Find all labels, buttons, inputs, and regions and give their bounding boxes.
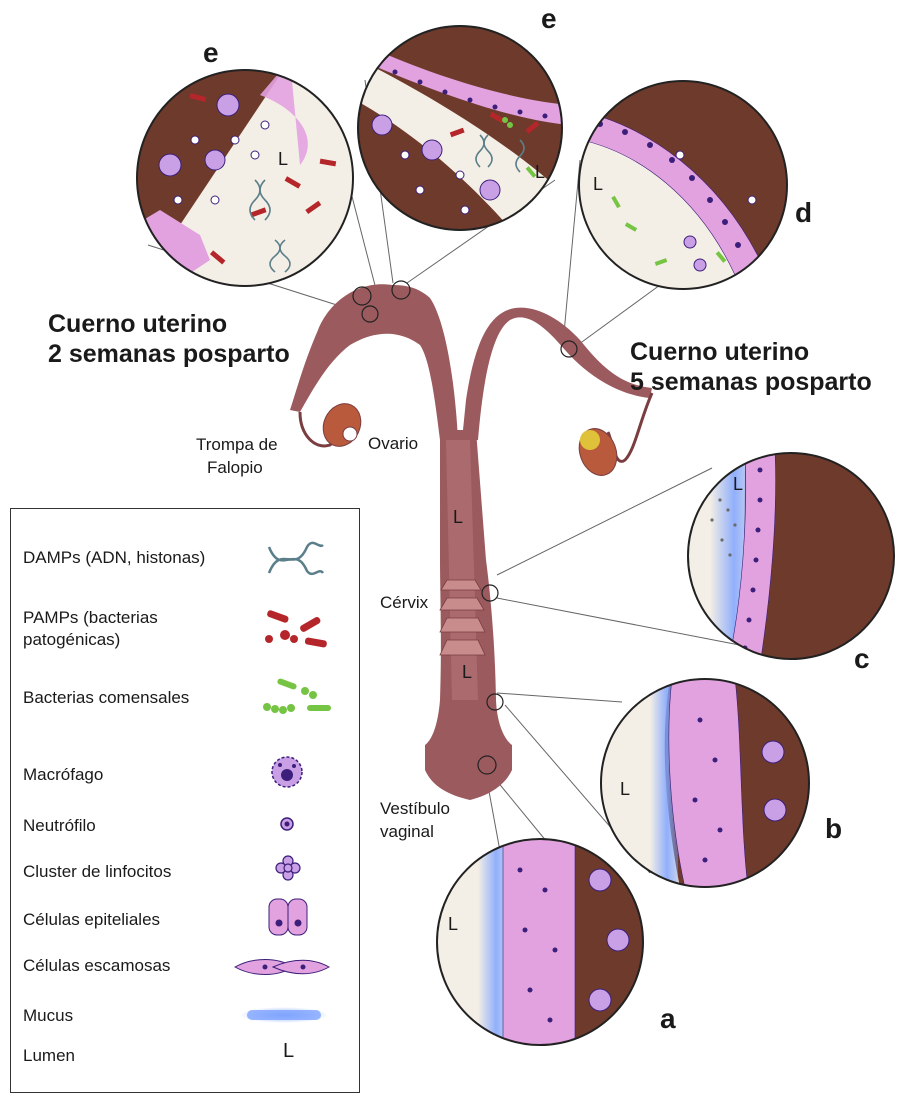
- dna-icon: [265, 539, 325, 579]
- legend-commensal-label: Bacterias comensales: [23, 687, 189, 708]
- lymphocyte-cluster-icon: [273, 853, 303, 883]
- epithelial-cells-icon: [267, 895, 311, 939]
- legend-pamps-label-2: patogénicas): [23, 629, 120, 650]
- legend-lymphocyte-label: Cluster de linfocitos: [23, 861, 171, 882]
- pathogenic-bacteria-icon: [261, 609, 331, 653]
- right-uterine-horn: [462, 308, 652, 440]
- inset-letter-a: a: [660, 1003, 676, 1034]
- legend-macrophage-label: Macrófago: [23, 764, 103, 785]
- inset-b-lumen: L: [620, 779, 630, 799]
- inset-e-left-lumen: L: [278, 149, 288, 169]
- legend-epithelial-label: Células epiteliales: [23, 909, 160, 930]
- vestibule-label-2: vaginal: [380, 822, 434, 841]
- inset-d-lumen: L: [593, 174, 603, 194]
- inset-c: L: [685, 450, 899, 665]
- inset-a-lumen: L: [448, 914, 458, 934]
- inset-c-lumen: L: [733, 474, 743, 494]
- inset-letter-c: c: [854, 643, 870, 674]
- legend-mucus-label: Mucus: [23, 1005, 73, 1026]
- mucus-icon: [239, 1005, 329, 1025]
- squamous-cells-icon: [233, 955, 331, 979]
- inset-letter-b: b: [825, 813, 842, 844]
- legend-box: DAMPs (ADN, histonas) PAMPs (bacterias p…: [10, 508, 360, 1093]
- vestibule-label-1: Vestíbulo: [380, 799, 450, 818]
- inset-e-left: L: [130, 60, 380, 300]
- right-ovary: [573, 423, 623, 480]
- inset-letter-e-top: e: [541, 3, 557, 34]
- inset-d: L: [570, 75, 800, 305]
- uterus-lumen-label-lower: L: [462, 662, 472, 682]
- horn-right-title-1: Cuerno uterino: [630, 338, 809, 366]
- inset-b: L: [600, 678, 810, 888]
- legend-pamps-label-1: PAMPs (bacterias: [23, 607, 158, 628]
- inset-letter-e-left: e: [203, 37, 219, 68]
- inset-e-top-lumen: L: [535, 162, 545, 182]
- macrophage-icon: [269, 753, 305, 791]
- horn-left-title-1: Cuerno uterino: [48, 310, 227, 338]
- inset-letter-d: d: [795, 197, 812, 228]
- legend-lumen-symbol: L: [283, 1041, 294, 1062]
- fallopian-label-2: Falopio: [207, 458, 263, 477]
- ovary-label: Ovario: [368, 434, 418, 453]
- horn-right-title-2: 5 semanas posparto: [630, 368, 872, 396]
- legend-squamous-label: Células escamosas: [23, 955, 170, 976]
- horn-left-title-2: 2 semanas posparto: [48, 340, 290, 368]
- neutrophil-icon: [277, 814, 297, 834]
- commensal-bacteria-icon: [259, 677, 339, 721]
- cervix-label: Cérvix: [380, 593, 429, 612]
- legend-damps-label: DAMPs (ADN, histonas): [23, 547, 205, 568]
- legend-lumen-label: Lumen: [23, 1045, 75, 1066]
- inset-a: L: [435, 838, 645, 1048]
- uterus-lumen-label-upper: L: [453, 507, 463, 527]
- fallopian-label-1: Trompa de: [196, 435, 278, 454]
- left-ovary: [316, 397, 367, 452]
- legend-neutrophil-label: Neutrófilo: [23, 815, 96, 836]
